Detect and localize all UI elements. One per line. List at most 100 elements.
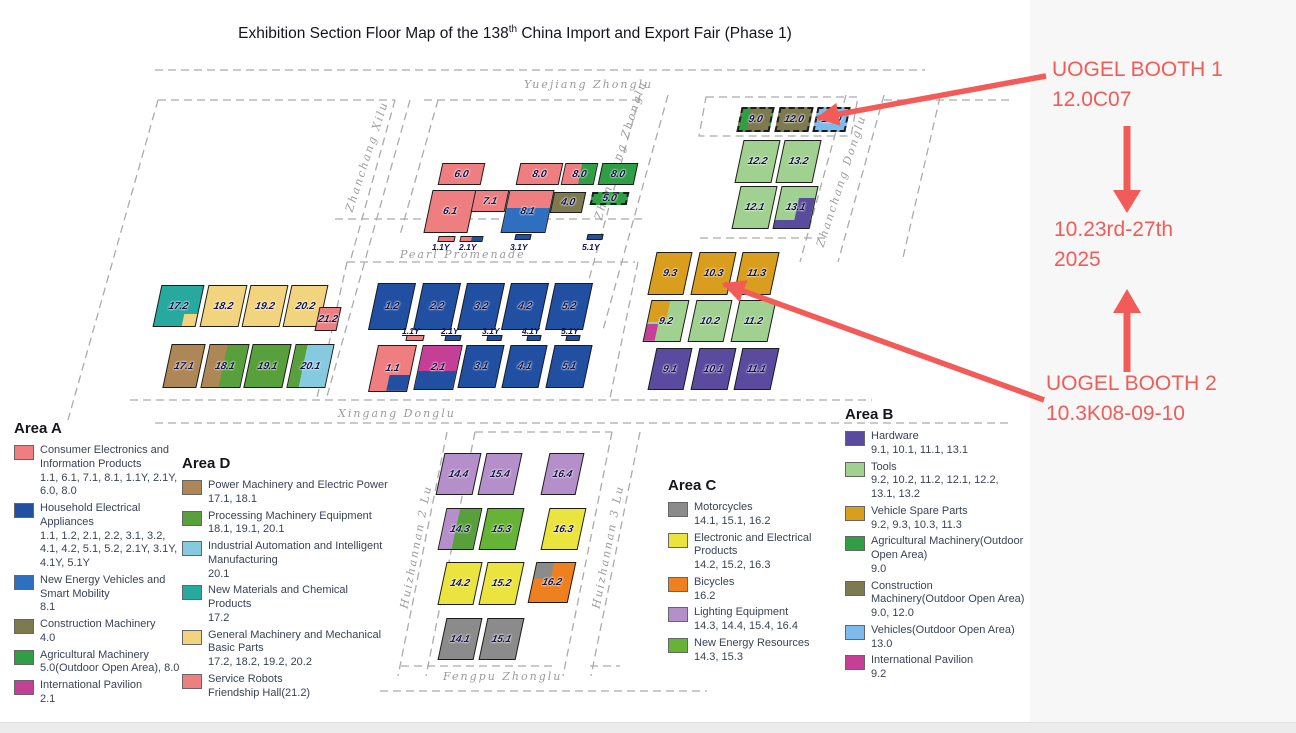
legend-swatch	[668, 576, 688, 592]
booth-10.2[interactable]: 10.2	[687, 300, 733, 342]
booth-11.2[interactable]: 11.2	[730, 300, 777, 342]
legend-item-name: Vehicle Spare Parts	[871, 504, 968, 517]
booth-9.1[interactable]: 9.1	[647, 348, 693, 390]
legend-item-codes: 17.2, 18.2, 19.2, 20.2	[208, 656, 312, 668]
booth-15.2[interactable]: 15.2	[478, 562, 525, 605]
booth-16.4[interactable]: 16.4	[540, 453, 585, 495]
legend-item-codes: 18.1, 19.1, 20.1	[208, 523, 285, 536]
y-label: 4.1Y	[522, 326, 540, 336]
booth-8.1[interactable]: 8.1	[500, 190, 555, 233]
booth-14.2[interactable]: 14.2	[437, 562, 483, 605]
legend-item-name: International Pavilion	[40, 679, 143, 691]
legend-item-codes: 9.0	[871, 562, 887, 575]
booth2-title: UOGEL BOOTH 2	[1046, 372, 1217, 395]
legend-item-name: Tools	[871, 460, 897, 473]
booth-4.2[interactable]: 4.2	[501, 283, 549, 330]
booth-4.0[interactable]: 4.0	[549, 192, 587, 213]
legend-area-d: Area D Power Machinery and Electric Powe…	[182, 455, 390, 703]
legend-swatch	[668, 637, 688, 653]
booth-1.1[interactable]: 1.1	[368, 345, 417, 392]
legend-item-name: New Materials and Chemical Products	[208, 584, 348, 610]
booth-3.1[interactable]: 3.1	[457, 345, 505, 388]
booth-10.1[interactable]: 10.1	[690, 348, 737, 390]
legend-swatch	[845, 536, 865, 552]
booth-7.1[interactable]: 7.1	[470, 190, 510, 212]
booth-5.0[interactable]: 5.0	[589, 192, 630, 205]
booth-9.0[interactable]: 9.0	[736, 107, 775, 132]
road-label-fengpu-zhonglu: Fengpu Zhonglu	[443, 670, 563, 683]
booth-12.2[interactable]: 12.2	[734, 140, 781, 183]
booth-2.1[interactable]: 2.1	[413, 345, 463, 390]
booth-2.2[interactable]: 2.2	[413, 283, 461, 330]
y-booth-bar[interactable]	[514, 234, 532, 240]
booth-13.0[interactable]: 13.0	[812, 107, 851, 132]
booth-11.1[interactable]: 11.1	[733, 348, 780, 390]
booth-5.1[interactable]: 5.1	[545, 345, 593, 388]
legend-swatch	[14, 649, 34, 665]
bottom-scrollbar-track[interactable]	[0, 722, 1296, 733]
booth-9.2[interactable]: 9.2	[642, 300, 690, 342]
booth-14.1[interactable]: 14.1	[437, 618, 483, 660]
booth-21.2[interactable]: 21.2	[314, 307, 342, 331]
booth-19.1[interactable]: 19.1	[243, 344, 292, 388]
legend-item-codes: 20.1	[208, 567, 230, 580]
legend-area-a-header: Area A	[14, 420, 62, 437]
legend-item-codes: 1.1, 1.2, 2.1, 2.2, 3.1, 3.2, 4.1, 4.2, …	[40, 529, 178, 570]
legend-swatch	[182, 585, 202, 601]
road-label-zhanchang-xilu: Zhanchang Xilu	[342, 99, 391, 214]
page-title: Exhibition Section Floor Map of the 138t…	[145, 24, 885, 43]
booth-15.3[interactable]: 15.3	[478, 508, 525, 550]
legend-item-codes: 4.0	[40, 631, 56, 644]
legend-item-codes: 9.2, 9.3, 10.3, 11.3	[871, 518, 962, 531]
booth-17.1[interactable]: 17.1	[162, 344, 206, 388]
booth-20.1[interactable]: 20.1	[286, 344, 335, 388]
legend-item-codes: 17.1, 18.1	[208, 492, 257, 505]
booth-5.2[interactable]: 5.2	[545, 283, 593, 330]
y-booth-bar[interactable]	[586, 234, 604, 240]
booth-6.1[interactable]: 6.1	[423, 190, 477, 233]
booth-9.3[interactable]: 9.3	[647, 252, 693, 295]
booth-6.0[interactable]: 6.0	[437, 163, 486, 185]
legend-item-name: Industrial Automation and Intelligent Ma…	[208, 540, 383, 566]
booth-8.0[interactable]: 8.0	[515, 163, 564, 185]
booth-13.1[interactable]: 13.1	[772, 186, 819, 229]
booth-16.3[interactable]: 16.3	[540, 508, 587, 550]
legend-item-name: Construction Machinery(Outdoor Open Area…	[871, 579, 1025, 606]
booth-3.2[interactable]: 3.2	[457, 283, 505, 330]
booth-8.0[interactable]: 8.0	[560, 163, 599, 185]
legend-item: Consumer Electronics and Information Pro…	[14, 444, 184, 499]
y-label: 3.1Y	[482, 326, 500, 336]
booth-17.2[interactable]: 17.2	[152, 285, 205, 327]
legend-item-codes: 5.0(Outdoor Open Area), 8.0	[40, 662, 180, 675]
booth-18.2[interactable]: 18.2	[199, 285, 248, 327]
booth-4.1[interactable]: 4.1	[501, 345, 548, 388]
road-label-pearl-promenade: Pearl Promenade	[400, 248, 526, 261]
booth-16.2[interactable]: 16.2	[527, 562, 577, 603]
y-label: 5.1Y	[561, 326, 579, 336]
legend-item-codes: 17.2	[208, 611, 230, 624]
legend-item-name: Motorcycles	[694, 501, 753, 513]
booth-15.4[interactable]: 15.4	[477, 453, 523, 495]
booth-1.2[interactable]: 1.2	[368, 283, 416, 330]
booth-12.0[interactable]: 12.0	[774, 107, 814, 132]
legend-swatch	[14, 680, 34, 695]
legend-item: Vehicles(Outdoor Open Area)13.0	[845, 624, 1025, 652]
booth-12.1[interactable]: 12.1	[731, 186, 778, 229]
booth-15.1[interactable]: 15.1	[478, 618, 525, 660]
booth-10.3[interactable]: 10.3	[690, 252, 737, 295]
booth-18.1[interactable]: 18.1	[200, 344, 250, 388]
booth-14.4[interactable]: 14.4	[435, 453, 482, 495]
booth-19.2[interactable]: 19.2	[241, 285, 289, 327]
booth-8.0[interactable]: 8.0	[597, 163, 639, 185]
booth-14.3[interactable]: 14.3	[437, 508, 483, 550]
booth-13.2[interactable]: 13.2	[775, 140, 822, 183]
legend-swatch	[14, 619, 34, 634]
road-label-zhanchang-donglu: Zhanchang Donglu	[813, 113, 869, 249]
legend-item-codes: 16.2	[694, 589, 716, 602]
legend-swatch	[845, 505, 865, 521]
booth-11.3[interactable]: 11.3	[733, 252, 780, 295]
